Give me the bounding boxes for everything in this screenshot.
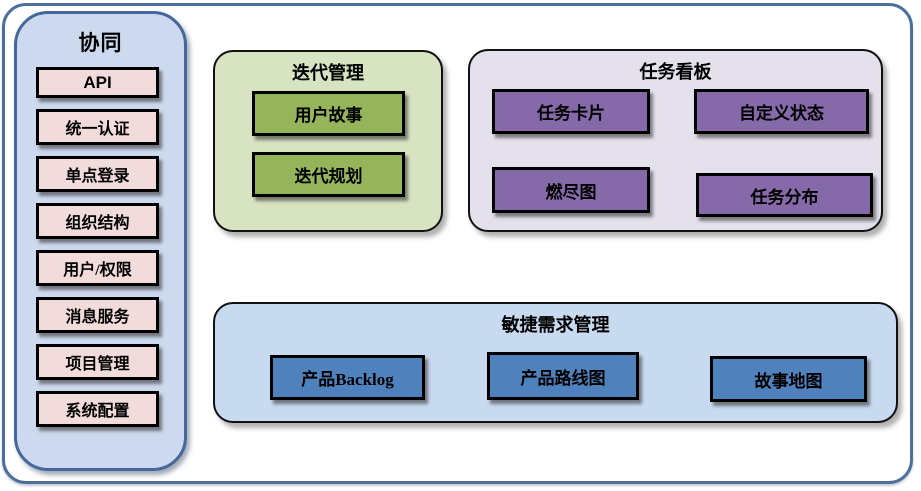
group-agile-requirements: 敏捷需求管理 产品Backlog 产品路线图 故事地图	[213, 302, 898, 423]
sidebar-item-system-config: 系统配置	[36, 391, 159, 427]
feature-task-distribution: 任务分布	[696, 173, 873, 217]
sidebar-item-list: API 统一认证 单点登录 组织结构 用户/权限 消息服务 项目管理 系统配置	[36, 67, 159, 427]
sidebar-panel-collaboration: 协同 API 统一认证 单点登录 组织结构 用户/权限 消息服务 项目管理 系统…	[14, 11, 187, 471]
group-task-board: 任务看板 任务卡片 自定义状态 燃尽图 任务分布	[468, 49, 883, 232]
sidebar-item-single-sign-on: 单点登录	[36, 156, 159, 192]
feature-custom-status: 自定义状态	[694, 89, 869, 134]
feature-product-backlog: 产品Backlog	[270, 355, 425, 400]
outer-frame	[2, 3, 913, 484]
group-title-task-board: 任务看板	[639, 62, 712, 82]
feature-burndown-chart: 燃尽图	[492, 167, 650, 213]
sidebar-title: 协同	[78, 32, 123, 55]
sidebar-item-user-permission: 用户/权限	[36, 250, 159, 286]
sidebar-item-unified-auth: 统一认证	[36, 109, 159, 145]
group-title-agile-requirements: 敏捷需求管理	[501, 315, 610, 335]
sidebar-item-org-structure: 组织结构	[36, 203, 159, 239]
sidebar-item-message-service: 消息服务	[36, 297, 159, 333]
feature-user-story: 用户故事	[252, 91, 405, 136]
feature-task-card: 任务卡片	[492, 89, 650, 134]
group-iteration-management: 迭代管理 用户故事 迭代规划	[213, 50, 443, 232]
sidebar-item-api: API	[36, 67, 159, 98]
feature-iteration-planning: 迭代规划	[252, 152, 405, 197]
feature-product-roadmap: 产品路线图	[487, 352, 639, 400]
feature-story-map: 故事地图	[710, 356, 867, 402]
sidebar-item-project-management: 项目管理	[36, 344, 159, 380]
group-title-iteration-management: 迭代管理	[292, 63, 364, 83]
